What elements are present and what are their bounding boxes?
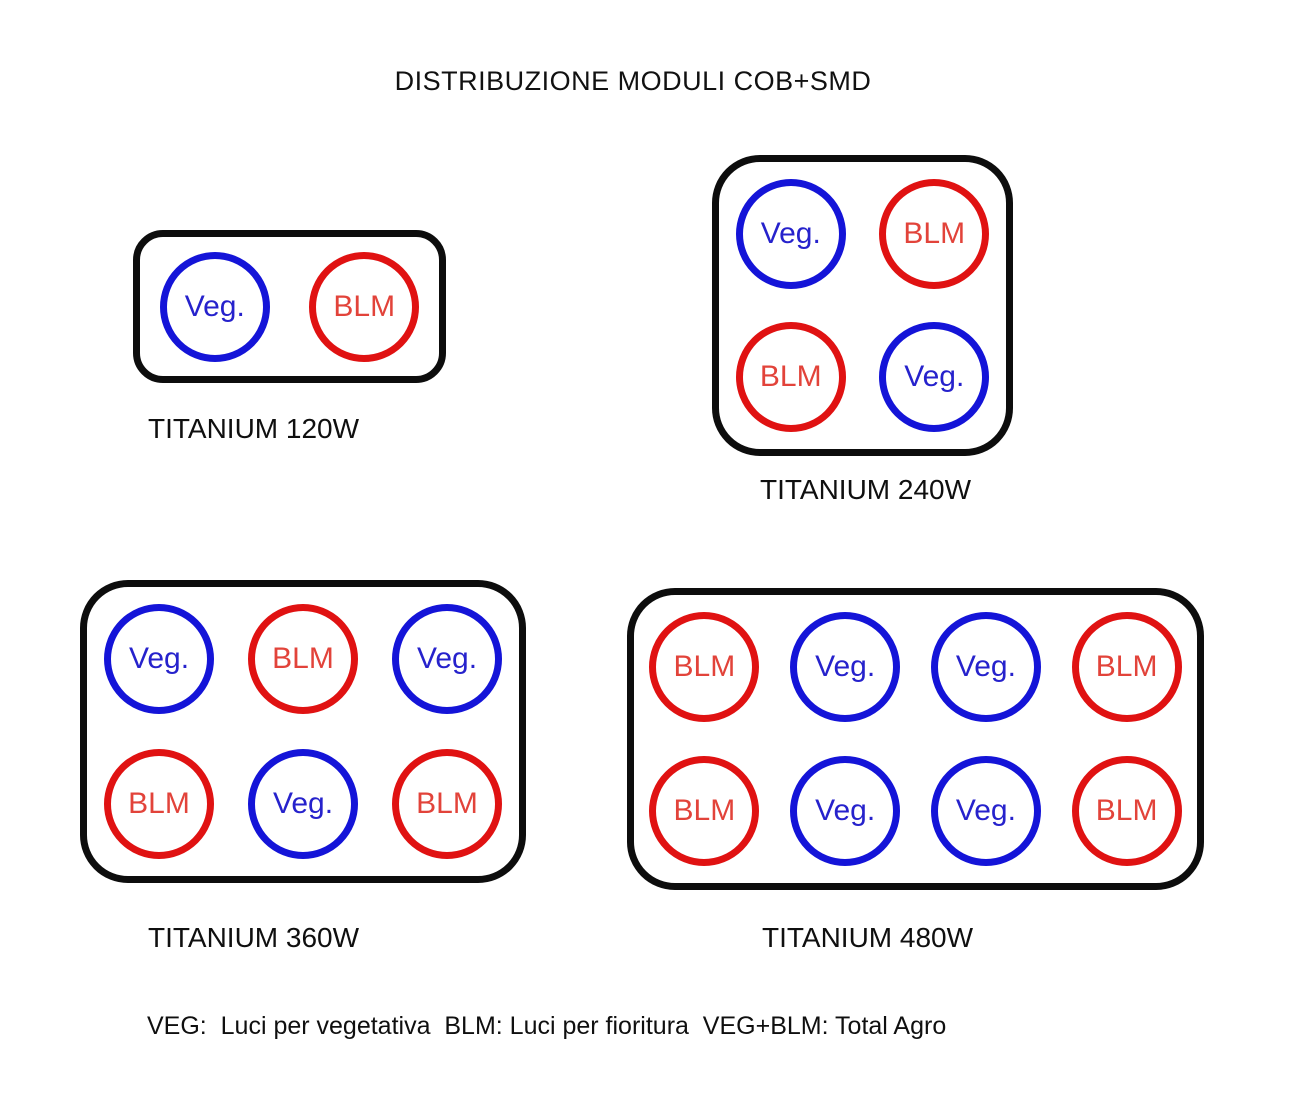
module-label-blm: BLM [333, 289, 396, 323]
module-label-veg: Veg. [904, 360, 965, 394]
module-label-veg: Veg. [184, 289, 245, 323]
module-label-blm: BLM [1095, 650, 1158, 683]
module-circle-veg: Veg. [790, 756, 901, 866]
module-circle-blm: BLM [309, 251, 420, 362]
module-circle-veg: Veg. [248, 748, 358, 859]
module-circle-blm: BLM [392, 748, 502, 859]
module-circle-blm: BLM [649, 612, 760, 722]
module-label-blm: BLM [673, 650, 736, 683]
module-label-blm: BLM [759, 360, 822, 394]
panel-label-titanium-480w: TITANIUM 480W [762, 922, 974, 953]
module-circle-blm: BLM [248, 604, 358, 715]
panel-titanium-360w: Veg. BLM Veg. BLM Veg. BLM [80, 580, 526, 883]
module-label-veg: Veg. [128, 642, 190, 676]
module-circle-veg: Veg. [879, 322, 990, 433]
module-circle-veg: Veg. [735, 178, 846, 289]
module-label-veg: Veg. [815, 650, 876, 683]
panel-titanium-240w: Veg. BLM BLM Veg. [712, 155, 1013, 456]
module-label-blm: BLM [673, 794, 736, 827]
module-circle-blm: BLM [879, 178, 990, 289]
module-circle-blm: BLM [1071, 612, 1182, 722]
module-label-blm: BLM [272, 642, 334, 676]
module-label-blm: BLM [416, 786, 478, 820]
module-label-veg: Veg. [416, 642, 478, 676]
panel-titanium-120w: Veg. BLM [133, 230, 446, 383]
module-circle-veg: Veg. [930, 756, 1041, 866]
module-label-veg: Veg. [815, 794, 876, 827]
module-label-blm: BLM [903, 216, 966, 250]
module-label-veg: Veg. [955, 794, 1016, 827]
module-circle-blm: BLM [1071, 756, 1182, 866]
panel-label-titanium-360w: TITANIUM 360W [148, 922, 360, 953]
panel-label-titanium-120w: TITANIUM 120W [148, 413, 360, 444]
module-circle-veg: Veg. [392, 604, 502, 715]
module-circle-blm: BLM [649, 756, 760, 866]
module-label-veg: Veg. [955, 650, 1016, 683]
panel-label-titanium-240w: TITANIUM 240W [760, 474, 972, 505]
module-circle-veg: Veg. [159, 251, 270, 362]
module-circle-blm: BLM [735, 322, 846, 433]
legend-text: VEG: Luci per vegetativa BLM: Luci per f… [147, 1012, 947, 1040]
panel-titanium-480w: BLM Veg. Veg. BLM BLM Veg. Veg. BLM [627, 588, 1204, 890]
module-label-blm: BLM [1095, 794, 1158, 827]
module-label-blm: BLM [128, 786, 190, 820]
module-label-veg: Veg. [272, 786, 334, 820]
module-circle-blm: BLM [104, 748, 214, 859]
module-circle-veg: Veg. [790, 612, 901, 722]
module-circle-veg: Veg. [930, 612, 1041, 722]
module-label-veg: Veg. [760, 216, 821, 250]
module-circle-veg: Veg. [104, 604, 214, 715]
diagram-title: DISTRIBUZIONE MODULI COB+SMD [394, 66, 872, 96]
